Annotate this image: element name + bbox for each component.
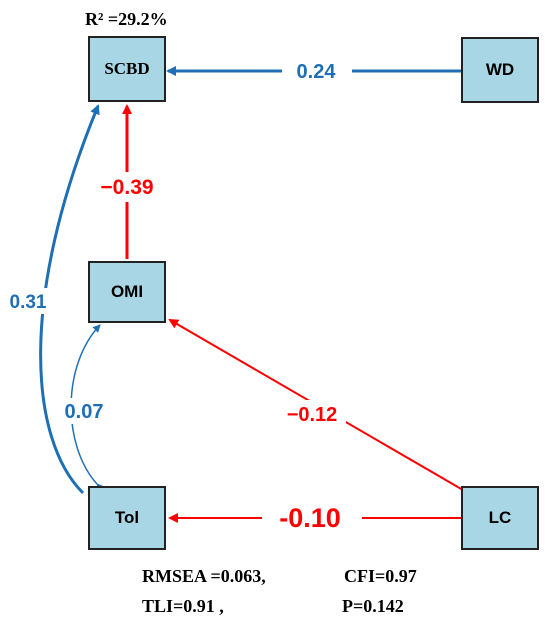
- coef-tol-omi: 0.07: [65, 401, 104, 423]
- node-lc-label: LC: [488, 508, 512, 527]
- node-tol-label: Tol: [114, 508, 140, 527]
- fit-tli: TLI=0.91 ,: [142, 596, 224, 616]
- coef-tol-scbd: 0.31: [10, 292, 47, 313]
- coef-lc-omi: −0.12: [287, 404, 338, 426]
- node-wd-label: WD: [485, 60, 515, 79]
- fit-cfi: CFI=0.97: [344, 566, 417, 586]
- fit-p: P=0.142: [342, 596, 404, 616]
- node-wd: WD: [461, 37, 539, 103]
- node-scbd: SCBD: [88, 36, 166, 102]
- r-squared-label: R² =29.2%: [85, 9, 168, 29]
- path-tol-scbd: [39, 104, 100, 495]
- coef-lc-tol: -0.10: [279, 503, 341, 533]
- node-omi-label: OMI: [110, 282, 144, 301]
- node-omi: OMI: [88, 261, 166, 323]
- node-tol: Tol: [88, 486, 166, 550]
- fit-rmsea: RMSEA =0.063,: [142, 566, 266, 586]
- node-scbd-label: SCBD: [104, 59, 150, 78]
- coef-omi-scbd: −0.39: [100, 176, 153, 199]
- node-lc: LC: [461, 486, 539, 550]
- coef-wd-scbd: 0.24: [297, 61, 337, 83]
